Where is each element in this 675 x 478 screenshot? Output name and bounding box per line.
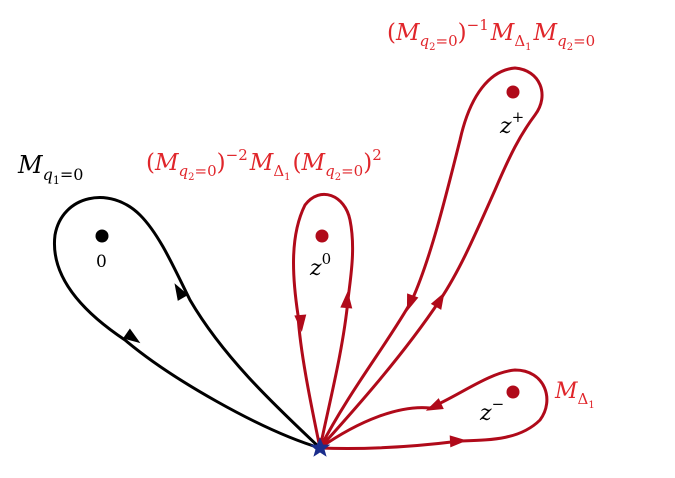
loop-around-z-minus-arrow-in xyxy=(425,398,444,411)
loop-around-z-zero-path xyxy=(292,192,355,449)
loop-around-z-zero xyxy=(292,192,355,449)
z-zero-point xyxy=(315,229,329,243)
loop-around-origin xyxy=(52,196,322,450)
loop-label-z-plus: (Mq2=0)−1MΔ1Mq2=0 xyxy=(387,16,595,53)
loop-around-z-minus-path xyxy=(319,368,549,451)
loop-around-z-minus xyxy=(319,368,549,451)
loop-around-z-plus-arrow-out xyxy=(430,292,445,310)
loop-around-z-minus-arrow-out xyxy=(449,435,467,448)
loop-around-z-plus-arrow-in xyxy=(406,293,419,312)
z-plus-label: z+ xyxy=(499,108,524,139)
loop-around-origin-path xyxy=(52,196,322,450)
loop-around-origin-arrow-out xyxy=(174,283,189,301)
z-minus-label: z− xyxy=(479,395,504,426)
loop-around-z-zero-arrow-out xyxy=(340,291,353,309)
z-minus-point xyxy=(506,385,520,399)
loop-label-origin: Mq1=0 xyxy=(17,151,83,187)
origin-point xyxy=(95,229,109,243)
z-plus-point xyxy=(506,85,520,99)
origin-label: 0 xyxy=(96,252,107,272)
star-icon xyxy=(309,437,331,457)
loop-around-z-zero-arrow-in xyxy=(294,314,307,332)
z-zero-label: z0 xyxy=(309,250,331,281)
loop-around-origin-arrow-in xyxy=(123,328,141,344)
loop-label-z-zero: (Mq2=0)−2MΔ1(Mq2=0)2 xyxy=(146,146,382,183)
loop-around-z-plus xyxy=(318,66,544,449)
loop-label-z-minus: MΔ1 xyxy=(554,379,595,411)
